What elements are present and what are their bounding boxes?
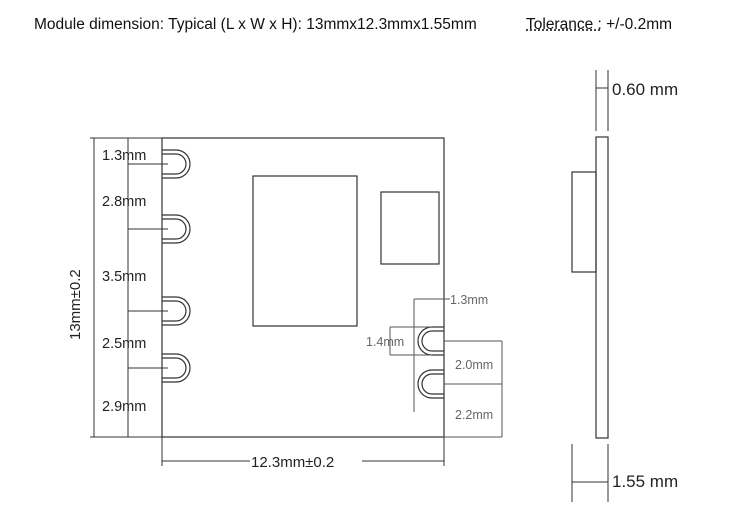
tolerance-label: Tolerance : (526, 16, 602, 33)
right-pad-dimensions (389, 298, 503, 438)
width-dimension (161, 437, 445, 466)
pcb-thickness-label: 0.60 mm (612, 80, 678, 99)
height-label: 13mm±0.2 (67, 269, 84, 340)
pin-spacing-5: 2.9mm (102, 399, 146, 415)
side-view (571, 70, 609, 502)
pin-spacing-2: 2.8mm (102, 194, 146, 210)
module-dimension-text: Module dimension: Typical (L x W x H): 1… (34, 16, 477, 33)
pin-spacing-1: 1.3mm (102, 148, 146, 164)
right-pad-gap-label: 2.0mm (455, 358, 493, 372)
side-pcb (595, 136, 609, 439)
small-chip (380, 191, 440, 265)
front-view (90, 137, 503, 466)
width-label: 12.3mm±0.2 (251, 454, 334, 471)
right-pad-offset-label: 1.3mm (450, 293, 488, 307)
tolerance: Tolerance : +/-0.2mm (526, 16, 672, 34)
side-component (571, 171, 597, 273)
right-pad-bottom-label: 2.2mm (455, 408, 493, 422)
pin-spacing-dimension (124, 137, 168, 438)
main-chip (252, 175, 358, 327)
right-pad-height-label: 1.4mm (366, 335, 404, 349)
height-dimension (90, 137, 162, 438)
left-pad-2 (162, 214, 191, 244)
pin-spacing-3: 3.5mm (102, 269, 146, 285)
tolerance-value: +/-0.2mm (601, 16, 673, 33)
right-pads (417, 326, 444, 399)
right-pad-2 (417, 369, 444, 399)
left-pad-1 (162, 149, 191, 179)
pin-spacing-4: 2.5mm (102, 336, 146, 352)
module-outline (161, 137, 445, 438)
total-height-label: 1.55 mm (612, 472, 678, 491)
left-pad-3 (162, 296, 191, 326)
header: Module dimension: Typical (L x W x H): 1… (34, 16, 672, 34)
left-pads (162, 149, 191, 383)
left-pad-4 (162, 353, 191, 383)
